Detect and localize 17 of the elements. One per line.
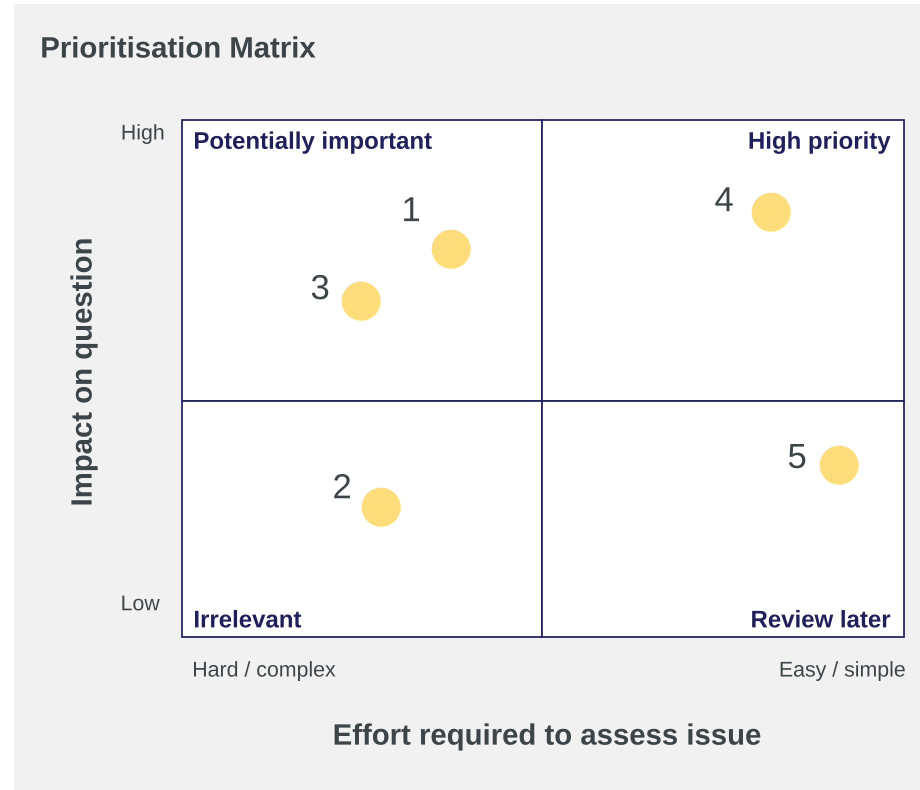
axis-tick-label: Easy / simple xyxy=(780,661,905,681)
axis-title: Impact on question xyxy=(70,239,98,504)
marker-dot xyxy=(752,192,791,232)
callout-number: 5 xyxy=(788,444,806,468)
title: Prioritisation Matrix xyxy=(42,36,316,58)
axis-title: Effort required to assess issue xyxy=(334,723,760,751)
axis-tick-label: High xyxy=(122,124,164,144)
callout-number: 2 xyxy=(334,474,350,498)
axis-tick-label: Low xyxy=(122,596,160,610)
callout-number: 1 xyxy=(404,197,420,222)
marker-dot xyxy=(820,446,859,485)
callout-number: 3 xyxy=(312,274,328,300)
marker-dot xyxy=(342,282,381,321)
marker-dot xyxy=(432,230,471,269)
marker-dot xyxy=(362,488,401,527)
callout-number: 4 xyxy=(715,187,733,212)
axis-tick-label: Hard / complex xyxy=(194,661,336,681)
